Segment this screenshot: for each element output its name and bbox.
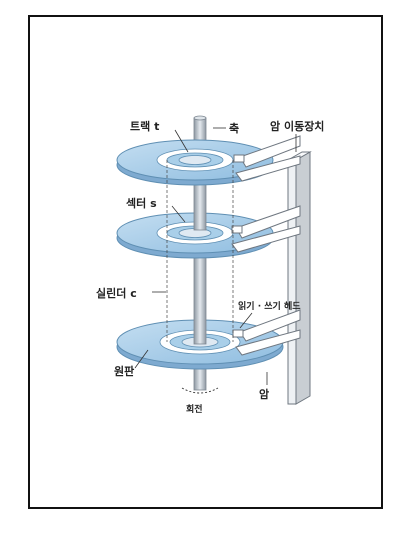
label-track: 트랙 t bbox=[130, 119, 159, 133]
label-rw-head: 읽기 · 쓰기 헤드 bbox=[238, 300, 301, 312]
label-arm: 암 bbox=[259, 388, 269, 401]
arm-bottom bbox=[232, 309, 301, 356]
label-sector: 섹터 s bbox=[126, 196, 157, 210]
leader-lines bbox=[134, 127, 297, 385]
label-arm-mover: 암 이동장치 bbox=[270, 119, 324, 133]
label-rotation: 회전 bbox=[186, 403, 203, 415]
label-platter: 원판 bbox=[114, 364, 134, 378]
arm-top bbox=[233, 135, 301, 182]
spindle-cap bbox=[193, 115, 207, 121]
cylinder-dashed-lines bbox=[166, 160, 234, 342]
label-axis: 축 bbox=[229, 121, 239, 135]
label-cylinder: 실린더 c bbox=[96, 286, 137, 300]
arm-middle bbox=[231, 205, 301, 253]
arm-mover-post bbox=[286, 151, 312, 405]
